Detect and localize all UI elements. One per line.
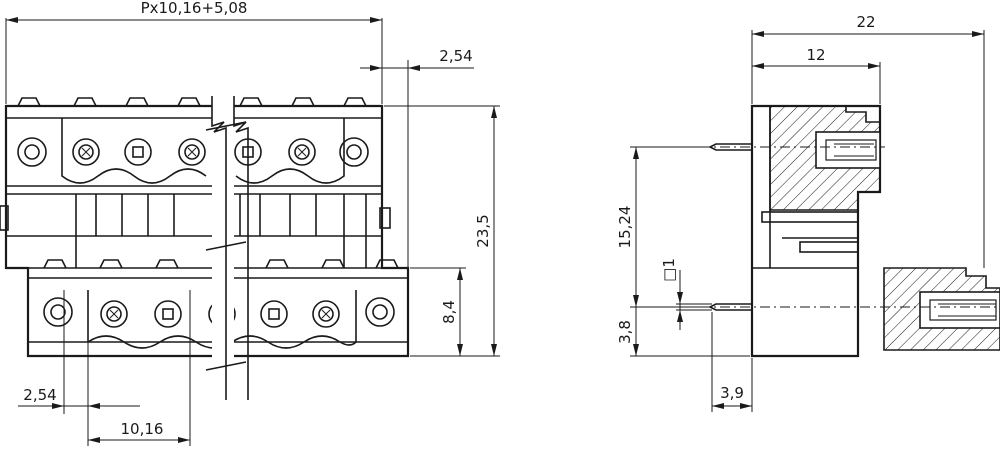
depth-total-label: 22 — [856, 13, 875, 31]
screw-icon — [260, 300, 288, 328]
lower-height-label: 8,4 — [440, 300, 458, 324]
dimension-top-offset: 2,54 — [360, 47, 474, 268]
dimension-pin-spacing: 15,24 — [616, 146, 706, 308]
dimension-pitch: 10,16 — [88, 290, 191, 446]
dimension-depth-total: 22 — [751, 13, 985, 268]
mount-hole-icon — [43, 297, 73, 327]
screw-icon — [154, 300, 182, 328]
total-height-label: 23,5 — [474, 214, 492, 247]
mount-hole-icon — [339, 137, 369, 167]
bottom-offset-label: 2,54 — [23, 386, 56, 404]
pin-height-label: 3,8 — [616, 320, 634, 344]
upper-section-hatch — [769, 105, 881, 211]
pin-offset-label: 3,9 — [720, 384, 744, 402]
depth-partial-label: 12 — [806, 46, 825, 64]
dimension-depth-partial: 12 — [752, 46, 881, 104]
dimension-pin-height: 3,8 — [616, 307, 750, 357]
screw-icon — [100, 300, 128, 328]
middle-ribs — [75, 194, 367, 268]
break-lines — [205, 90, 249, 400]
dimension-pin-offset: 3,9 — [711, 312, 753, 412]
dimension-lower-height: 8,4 — [410, 267, 466, 356]
pin-spacing-label: 15,24 — [616, 206, 634, 249]
lower-section-hatch — [883, 267, 1000, 351]
pitch-label: 10,16 — [121, 420, 164, 438]
dimension-pitch-formula: Px10,16+5,08 — [5, 0, 383, 104]
dimension-pin-square: □1 — [660, 258, 712, 330]
upper-latches — [17, 97, 367, 107]
mount-hole-icon — [17, 137, 47, 167]
screw-icon — [124, 138, 152, 166]
top-offset-label: 2,54 — [439, 47, 472, 65]
dimension-total-height: 23,5 — [384, 105, 500, 357]
screw-icon — [178, 138, 206, 166]
screw-icon — [312, 300, 340, 328]
screw-icon — [72, 138, 100, 166]
pitch-formula-label: Px10,16+5,08 — [141, 0, 248, 17]
side-view: 22 12 15,24 □1 — [616, 13, 1000, 412]
front-view: Px10,16+5,08 2,54 23,5 8,4 — [0, 0, 500, 446]
pin-square-label: □1 — [660, 258, 678, 282]
screw-icon — [288, 138, 316, 166]
lower-latches — [43, 259, 399, 269]
dimension-bottom-offset: 2,54 — [18, 290, 140, 446]
upper-screw-row — [17, 137, 369, 167]
mount-hole-icon — [365, 297, 395, 327]
